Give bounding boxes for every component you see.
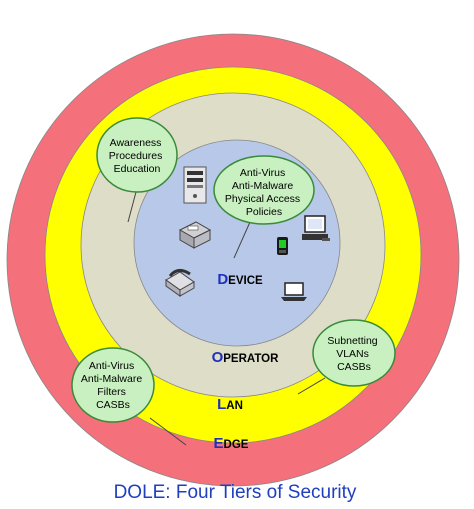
diagram-caption: DOLE: Four Tiers of Security [114,482,357,503]
edge-callout-leader [149,417,187,446]
lan-callout-leader [297,377,326,395]
device-callout-bubble [213,155,315,225]
operator-tier-label: OPERATOR [212,349,280,366]
lan-callout-text: Subnetting VLANs CASBs [327,335,380,373]
device-callout-leader [233,221,251,259]
mobile-phone-icon [277,237,288,255]
lan-tier-label: LAN [217,396,243,413]
laptop-icon [281,282,307,301]
lan-callout-bubble [312,319,396,387]
operator-callout-leader [127,191,137,223]
operator-callout-text: Awareness Procedures Education [109,137,166,175]
edge-callout-text: Anti-Virus Anti-Malware Filters CASBs [81,360,145,411]
telephone-icon [165,269,195,297]
operator-callout-bubble [96,117,178,193]
edge-callout-bubble [71,347,155,423]
device-callout-text: Anti-Virus Anti-Malware Physical Access … [225,167,303,218]
device-tier-label: DEVICE [217,271,263,288]
printer-icon [178,221,212,249]
server-icon [183,166,207,204]
desktop-computer-icon [302,215,330,241]
edge-tier-label: EDGE [214,435,249,452]
